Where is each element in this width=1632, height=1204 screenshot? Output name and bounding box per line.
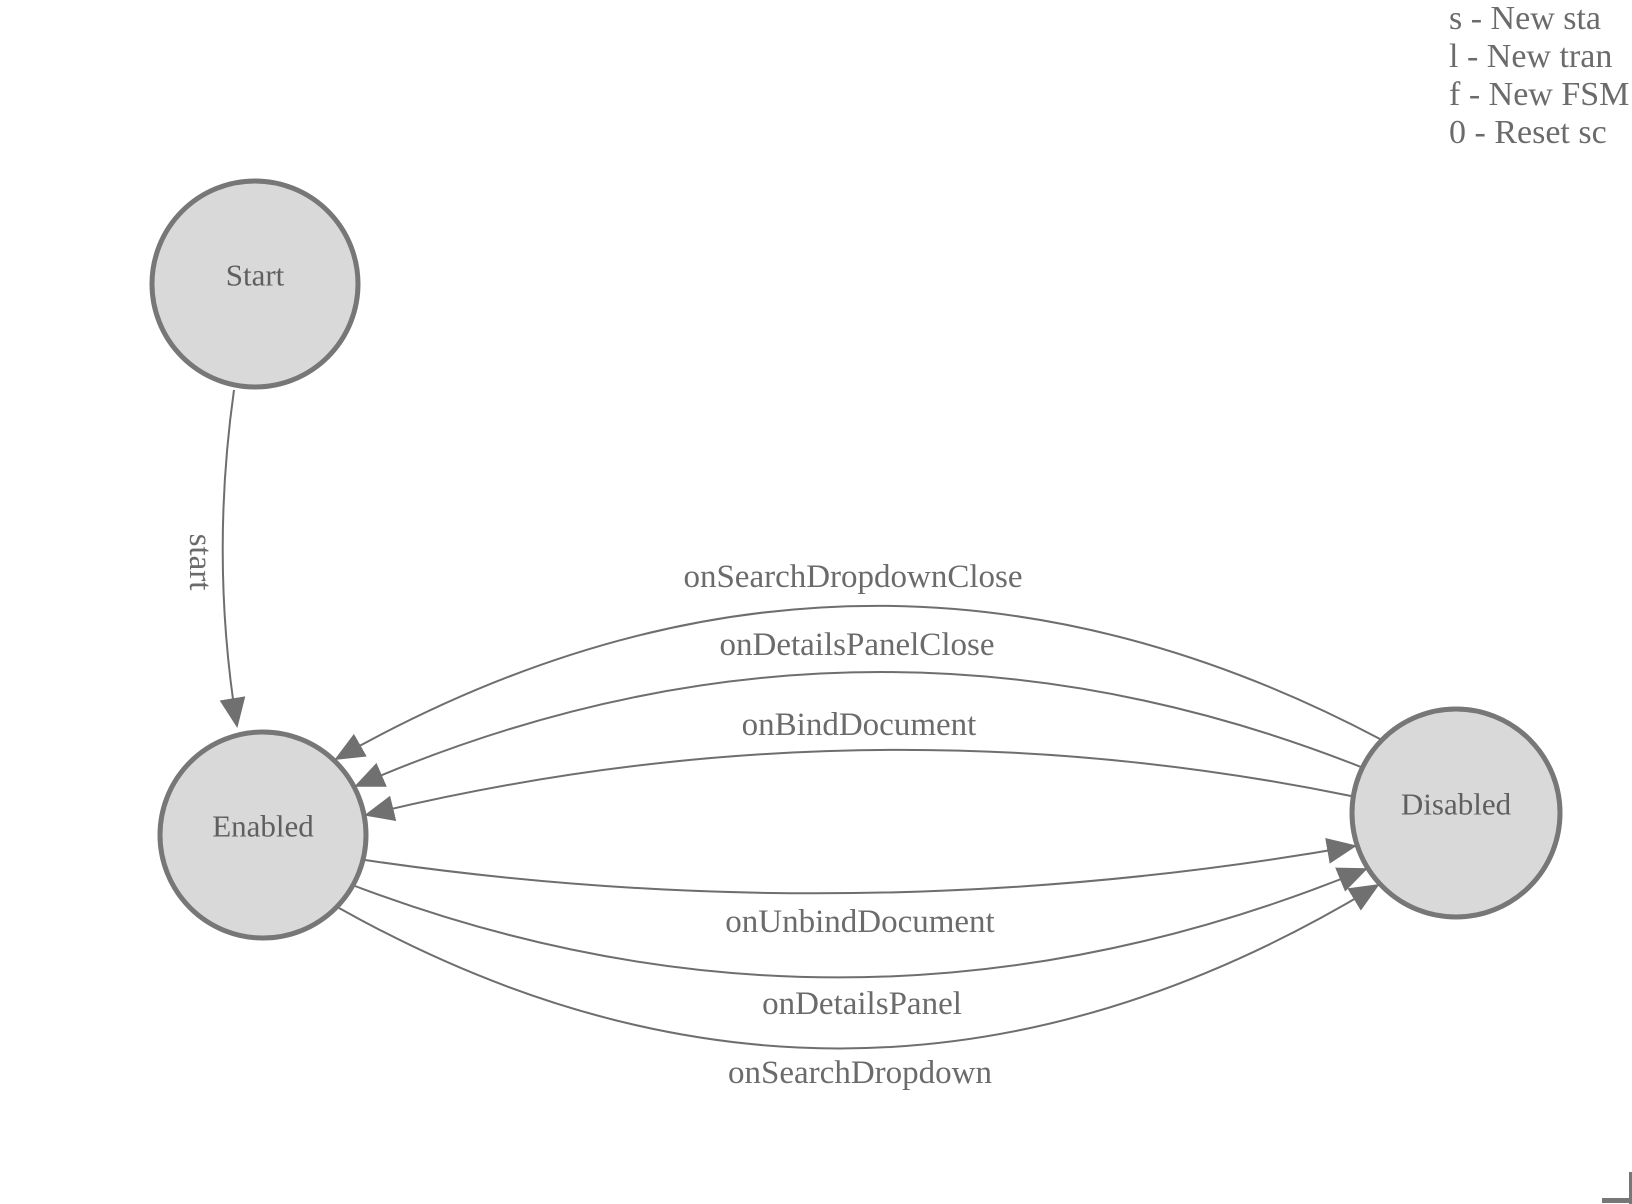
transition-edge-t3[interactable]	[364, 748, 1352, 822]
state-node-start[interactable]	[149, 178, 361, 390]
transition-label-t3[interactable]: onBindDocument	[742, 707, 977, 743]
corner-shape-fragment[interactable]	[1602, 1172, 1632, 1204]
legend-line: 0 - Reset sc	[1449, 114, 1607, 151]
transition-edge-t1[interactable]	[334, 604, 1381, 760]
transition-edge-t6[interactable]	[338, 883, 1380, 1050]
state-node-enabled[interactable]	[157, 729, 369, 941]
transition-label-t4[interactable]: onUnbindDocument	[725, 904, 994, 940]
transition-edge-t5[interactable]	[354, 867, 1368, 979]
transition-label-t1[interactable]: onSearchDropdownClose	[683, 559, 1022, 595]
state-label-start: Start	[226, 258, 285, 293]
transition-label-t5[interactable]: onDetailsPanel	[762, 986, 962, 1022]
transition-label-t2[interactable]: onDetailsPanelClose	[720, 627, 995, 663]
transition-edge-t2[interactable]	[354, 671, 1362, 787]
transition-edge-t4[interactable]	[364, 838, 1357, 895]
transition-label-t-start[interactable]: start	[182, 534, 218, 591]
legend-line: s - New sta	[1449, 0, 1602, 37]
legend-line: f - New FSM	[1449, 76, 1630, 113]
legend-line: l - New tran	[1449, 38, 1613, 75]
state-label-disabled: Disabled	[1401, 787, 1512, 822]
state-label-enabled: Enabled	[212, 809, 314, 844]
state-node-disabled[interactable]	[1349, 706, 1563, 920]
transition-edge-t-start[interactable]	[219, 389, 246, 728]
transition-label-t6[interactable]: onSearchDropdown	[728, 1055, 992, 1091]
